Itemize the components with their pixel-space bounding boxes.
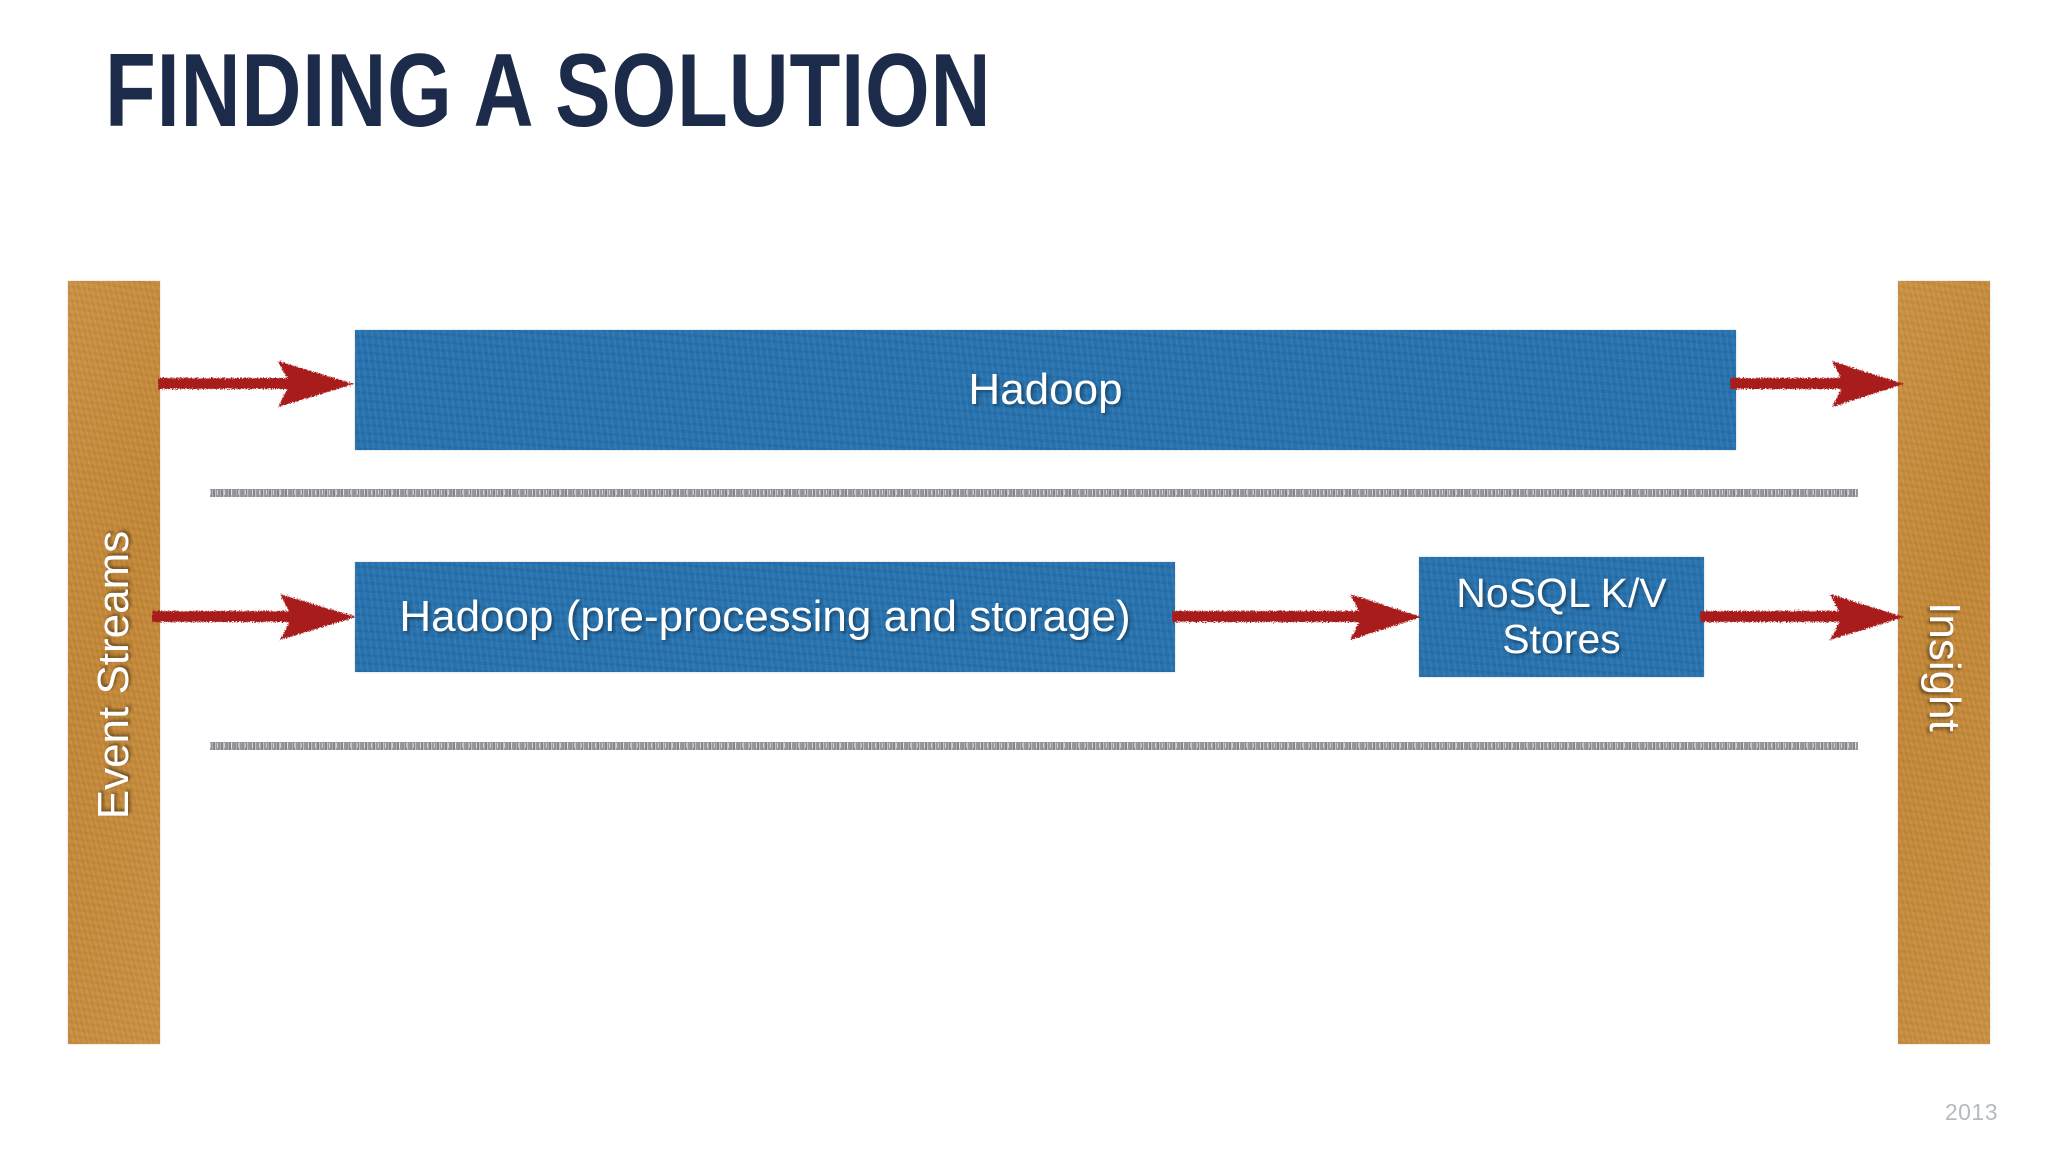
divider-line-1 (210, 489, 1858, 497)
process-box-nosql-kv-stores: NoSQL K/V Stores (1419, 557, 1704, 677)
arrow-hadoop-to-insight-icon (1730, 355, 1908, 413)
arrow-event-streams-to-hadoop-preprocessing-icon (152, 588, 360, 646)
divider-line-2 (210, 742, 1858, 750)
page-title: FINDING A SOLUTION (105, 33, 992, 149)
process-box-hadoop-preprocessing: Hadoop (pre-processing and storage) (355, 562, 1175, 672)
process-box-hadoop-preprocessing-label: Hadoop (pre-processing and storage) (399, 592, 1131, 642)
footer-year: 2013 (1944, 1099, 1998, 1125)
process-box-hadoop: Hadoop (355, 330, 1736, 450)
arrow-hadoop-preprocessing-to-nosql-icon (1172, 588, 1424, 646)
arrow-event-streams-to-hadoop-icon (158, 355, 358, 413)
output-bar-label: Insight (1920, 601, 1969, 732)
input-bar-event-streams: Event Streams (68, 281, 160, 1044)
arrow-nosql-to-insight-icon (1700, 588, 1908, 646)
input-bar-label: Event Streams (89, 530, 138, 819)
process-box-nosql-kv-stores-label: NoSQL K/V Stores (1456, 570, 1667, 662)
process-box-hadoop-label: Hadoop (968, 365, 1123, 415)
output-bar-insight: Insight (1898, 281, 1990, 1044)
